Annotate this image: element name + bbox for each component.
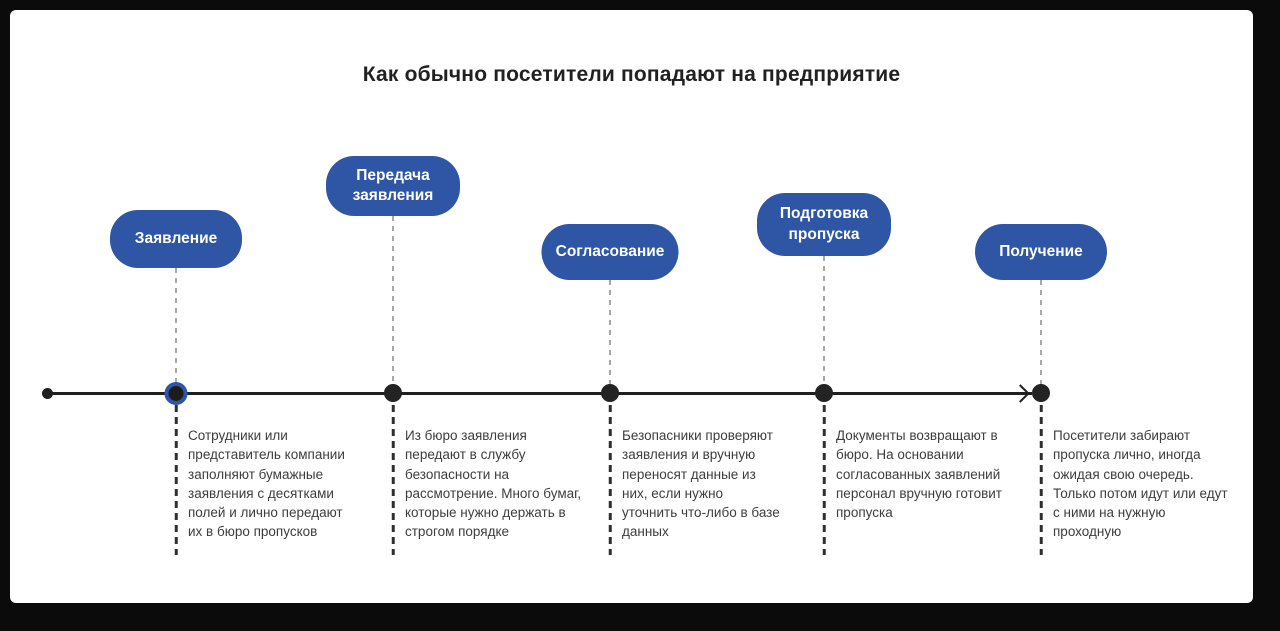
stage-pill-label: Согласование — [555, 242, 665, 260]
stage-connector-upper — [609, 280, 611, 393]
timeline-arrowhead-icon — [1011, 384, 1030, 403]
timeline-milestone-dot — [384, 384, 402, 402]
stage-pill: Заявление — [110, 210, 242, 268]
stage-connector-lower — [608, 393, 612, 555]
stage-connector-lower — [174, 393, 178, 555]
diagram-title: Как обычно посетители попадают на предпр… — [362, 63, 901, 86]
stage-pill-label: Заявление — [134, 229, 218, 247]
timeline-start-dot — [42, 388, 53, 399]
stage-pill: Передача заявления — [326, 156, 460, 216]
stage-connector-lower — [391, 393, 395, 555]
timeline-milestone-dot — [1032, 384, 1050, 402]
stage-pill: Получение — [975, 224, 1107, 280]
stage-description: Посетители забирают пропуска лично, иног… — [1053, 428, 1228, 540]
stage-pill: Согласование — [541, 224, 679, 280]
diagram-card: Как обычно посетители попадают на предпр… — [10, 10, 1253, 603]
stage-connector-upper — [392, 216, 394, 393]
stage-connector-upper — [823, 256, 825, 393]
stage-pill-label: Получение — [999, 242, 1083, 260]
stage-pill-label: Подготовка пропуска — [779, 205, 869, 243]
timeline-milestone-dot — [164, 381, 188, 405]
stage-connector-lower — [1039, 393, 1043, 555]
stage-pill: Подготовка пропуска — [757, 193, 891, 256]
stage-connector-lower — [822, 393, 826, 555]
stage-pill-label: Передача заявления — [352, 166, 434, 204]
timeline-milestone-dot — [601, 384, 619, 402]
timeline-axis — [47, 392, 1032, 395]
stage-description: Документы возвращают в бюро. На основани… — [836, 428, 1002, 521]
stage-description: Сотрудники или представитель компании за… — [188, 428, 345, 540]
stage-connector-upper — [175, 268, 177, 393]
timeline-milestone-dot — [815, 384, 833, 402]
stage-description: Из бюро заявления передают в службу безо… — [405, 428, 582, 540]
stage-connector-upper — [1040, 280, 1042, 393]
stage-description: Безопасники проверяют заявления и вручну… — [622, 428, 780, 540]
